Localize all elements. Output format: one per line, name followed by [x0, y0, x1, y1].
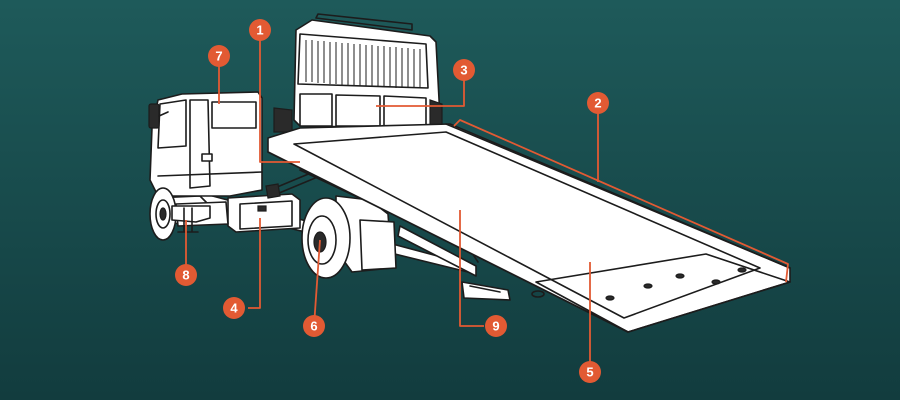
callout-8-label: 8 [182, 268, 189, 283]
callout-4: 4 [223, 297, 245, 319]
leader-4 [248, 218, 261, 309]
callout-3-label: 3 [460, 63, 467, 78]
callout-7-label: 7 [215, 49, 222, 64]
callout-4-label: 4 [230, 301, 238, 316]
cab-rear-window [211, 101, 257, 129]
callout-badges: 1 2 3 4 5 6 7 8 [175, 19, 609, 383]
wheel-lift [171, 205, 211, 223]
callout-6-label: 6 [310, 319, 317, 334]
callout-2: 2 [587, 92, 609, 114]
flatbed-deck [267, 123, 791, 333]
leader-lines [185, 30, 789, 372]
callout-2-label: 2 [594, 96, 601, 111]
callout-1-label: 1 [256, 23, 263, 38]
leader-2-bracket [453, 119, 789, 283]
leader-1 [259, 30, 300, 163]
callout-8: 8 [175, 264, 197, 286]
windshield [157, 99, 187, 149]
callout-5-label: 5 [586, 365, 593, 380]
callout-7: 7 [208, 45, 230, 67]
callout-5: 5 [579, 361, 601, 383]
callout-3: 3 [453, 59, 475, 81]
callout-6: 6 [303, 315, 325, 337]
mud-flap [359, 219, 397, 271]
rear-wheel [301, 197, 351, 279]
callout-1: 1 [249, 19, 271, 41]
callout-9: 9 [485, 315, 507, 337]
tow-truck-illustration [148, 13, 791, 333]
leader-3 [376, 70, 465, 107]
side-mirror [148, 103, 160, 129]
callout-9-label: 9 [492, 319, 499, 334]
front-wheel [149, 187, 177, 241]
leader-6 [313, 239, 321, 327]
leader-9 [459, 210, 484, 327]
